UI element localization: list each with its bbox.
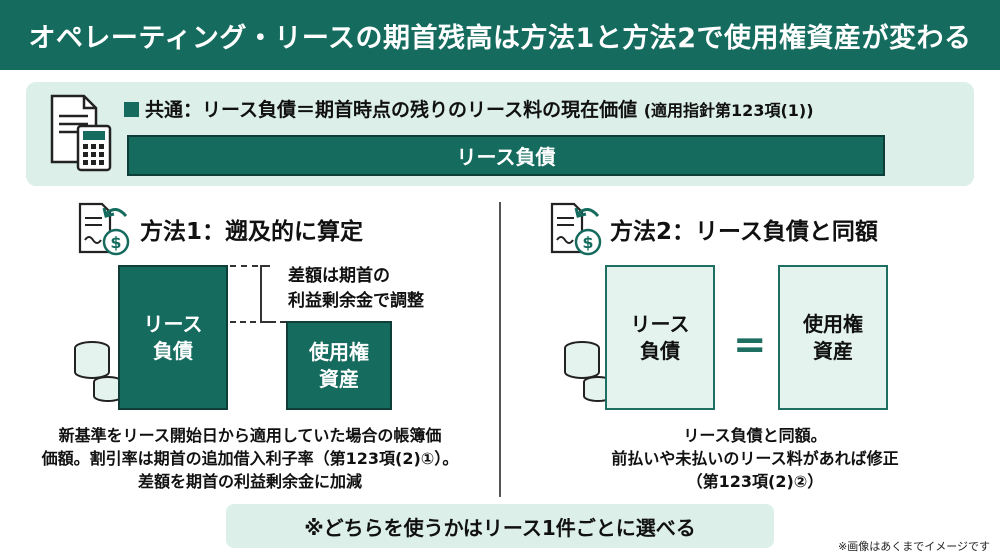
method2-desc-line1: リース負債と同額。 [683, 426, 827, 445]
equals-sign: = [733, 322, 767, 368]
difference-note-line2: 利益剰余金で調整 [288, 290, 424, 311]
method1-title: 方法1：遡及的に算定 [140, 219, 364, 245]
method2-title: 方法2：リース負債と同額 [610, 219, 878, 245]
bottom-note: ※どちらを使うかはリース1件ごとに選べる [226, 504, 774, 548]
difference-note: 差額は期首の 利益剰余金で調整 [288, 264, 424, 313]
coin-stack-icon [564, 341, 613, 402]
method2-liability-label: リース [630, 311, 690, 336]
svg-text:$: $ [582, 233, 593, 252]
section-divider [499, 202, 501, 497]
dashed-line-top [230, 265, 258, 267]
method2-description: リース負債と同額。 前払いや未払いのリース料があれば修正 （第123項(2)②） [520, 424, 990, 494]
method2-asset-label-2: 資産 [813, 338, 853, 363]
method1-asset-label: 使用権 [309, 339, 369, 364]
method1-desc-line3: 差額を期首の利益剰余金に加減 [137, 472, 362, 492]
method1-desc-line1: 新基準をリース開始日から適用していた場合の帳簿価 [58, 426, 442, 445]
method1-liability-label: リース [143, 311, 203, 336]
common-title: 共通：リース負債＝期首時点の残りのリース料の現在価値 (適用指針第123項(1)… [124, 95, 814, 122]
common-ref: (適用指針第123項(1)) [643, 101, 814, 120]
method1-liability-block: リース負債 [118, 265, 228, 410]
method2-liability-block: リース負債 [605, 265, 715, 410]
method1-liability-label-2: 負債 [153, 338, 193, 363]
svg-text:$: $ [110, 233, 121, 252]
method2-desc-line2: 前払いや未払いのリース料があれば修正 [611, 449, 899, 469]
page-title: オペレーティング・リースの期首残高は方法1と方法2で使用権資産が変わる [0, 0, 1000, 70]
method1-description: 新基準をリース開始日から適用していた場合の帳簿価 価額。割引率は期首の追加借入利… [28, 424, 472, 494]
document-money-icon: $ [78, 202, 130, 256]
method1-asset-label-2: 資産 [319, 366, 359, 391]
common-title-text: 共通：リース負債＝期首時点の残りのリース料の現在価値 [145, 99, 638, 121]
method2-desc-line3: （第123項(2)②） [686, 472, 824, 492]
method2-asset-block: 使用権資産 [778, 265, 888, 410]
dashed-line-bottom [230, 321, 286, 323]
image-footnote: ※画像はあくまでイメージです [838, 540, 990, 553]
difference-note-line1: 差額は期首の [288, 266, 390, 286]
coin-stack-icon [74, 341, 123, 402]
difference-bracket [260, 265, 272, 323]
method2-liability-label-2: 負債 [640, 338, 680, 363]
lease-liability-bar: リース負債 [127, 135, 885, 176]
document-money-icon: $ [550, 202, 602, 256]
method1-desc-line2: 価額。割引率は期首の追加借入利子率（第123項(2)①）。 [41, 449, 459, 469]
document-calculator-icon [50, 94, 112, 172]
method1-asset-block: 使用権資産 [286, 321, 392, 410]
method2-asset-label: 使用権 [803, 311, 863, 336]
bullet-square-icon [124, 102, 139, 117]
